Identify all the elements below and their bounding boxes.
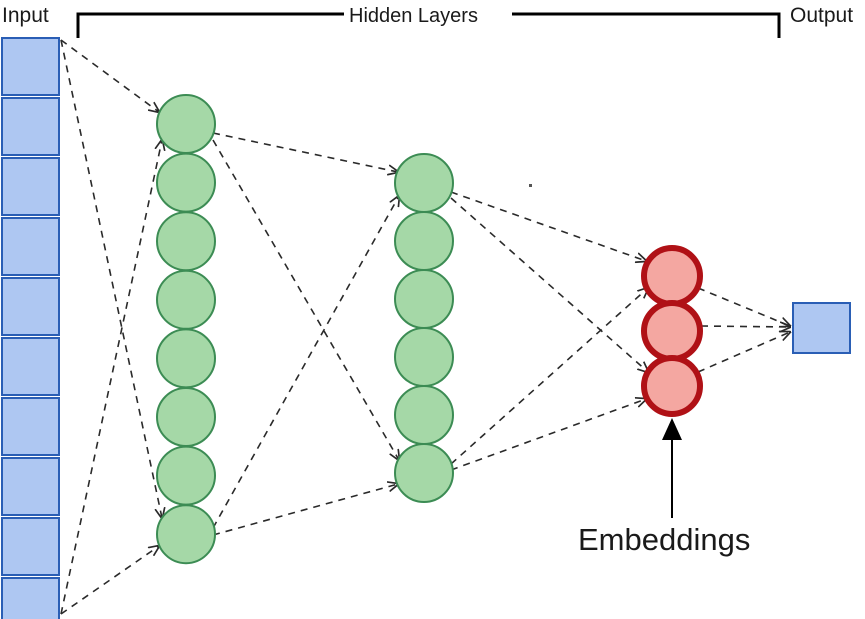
input-layer-node-6[interactable] — [1, 337, 60, 396]
hidden-layers-label: Hidden Layers — [349, 5, 478, 27]
embeddings-callout — [662, 418, 682, 518]
connection-edges — [60, 39, 790, 615]
edge-hidden2-bottom-to-embedding-bottom — [450, 399, 646, 471]
edge-hidden2-bottom-to-embedding-top — [450, 288, 648, 465]
edge-embedding-bottom-to-output — [697, 332, 790, 373]
input-layer-node-7[interactable] — [1, 397, 60, 456]
edge-hidden2-top-to-embedding-top — [450, 191, 646, 261]
hidden-layer-2-node-6[interactable] — [394, 443, 454, 503]
layer-nodes — [1, 37, 851, 619]
input-layer-node-10[interactable] — [1, 577, 60, 619]
hidden-layers-bracket — [76, 12, 781, 38]
edge-hidden1-bottom-to-hidden2-top — [212, 196, 399, 529]
edge-input-bottom-to-hidden1-bottom — [60, 546, 159, 615]
edge-embedding-top-to-output — [697, 287, 790, 326]
hidden-layer-1-node-4[interactable] — [156, 269, 216, 330]
input-layer-node-3[interactable] — [1, 157, 60, 216]
artifact-dot — [529, 184, 532, 187]
edge-hidden1-bottom-to-hidden2-bottom — [212, 484, 398, 536]
edge-input-top-to-hidden1-top — [60, 39, 159, 112]
input-label: Input — [2, 4, 49, 27]
hidden-layer-2-node-1[interactable] — [394, 153, 454, 213]
edge-input-top-to-hidden1-bottom — [60, 39, 162, 518]
embedding-layer-node-1[interactable] — [641, 245, 703, 307]
embeddings-arrow-head — [662, 418, 682, 440]
embedding-layer-node-3[interactable] — [641, 355, 703, 417]
embeddings-label: Embeddings — [578, 522, 751, 557]
hidden-layer-1-node-1[interactable] — [156, 94, 216, 154]
hidden-layer-2-node-4[interactable] — [394, 327, 454, 387]
hidden-layer-1-node-6[interactable] — [156, 387, 216, 447]
hidden-layer-1-node-5[interactable] — [156, 328, 216, 389]
edge-embedding-middle-to-output — [700, 326, 790, 327]
hidden-layer-2-node-5[interactable] — [394, 385, 454, 445]
hidden-layer-1-node-8[interactable] — [156, 504, 216, 565]
input-layer-node-9[interactable] — [1, 517, 60, 576]
hidden-layer-2-node-2[interactable] — [394, 211, 454, 271]
input-layer-node-4[interactable] — [1, 217, 60, 276]
input-layer-node-1[interactable] — [1, 37, 60, 96]
embedding-layer-node-2[interactable] — [641, 300, 703, 362]
output-layer-node-1[interactable] — [792, 302, 851, 354]
output-label: Output — [790, 4, 854, 27]
edge-input-bottom-to-hidden1-top — [60, 140, 162, 615]
edge-hidden2-top-to-embedding-bottom — [450, 197, 648, 372]
edge-hidden1-top-to-hidden2-top — [212, 132, 398, 172]
hidden-layer-1-node-3[interactable] — [156, 211, 216, 272]
input-layer-node-8[interactable] — [1, 457, 60, 516]
hidden-layer-1-node-2[interactable] — [156, 152, 216, 213]
stray-dot-artifact — [529, 184, 532, 187]
input-layer-node-2[interactable] — [1, 97, 60, 156]
hidden-layer-2-node-3[interactable] — [394, 269, 454, 329]
edge-hidden1-top-to-hidden2-bottom — [212, 139, 399, 460]
input-layer-node-5[interactable] — [1, 277, 60, 336]
hidden-layer-1-node-7[interactable] — [156, 445, 216, 506]
